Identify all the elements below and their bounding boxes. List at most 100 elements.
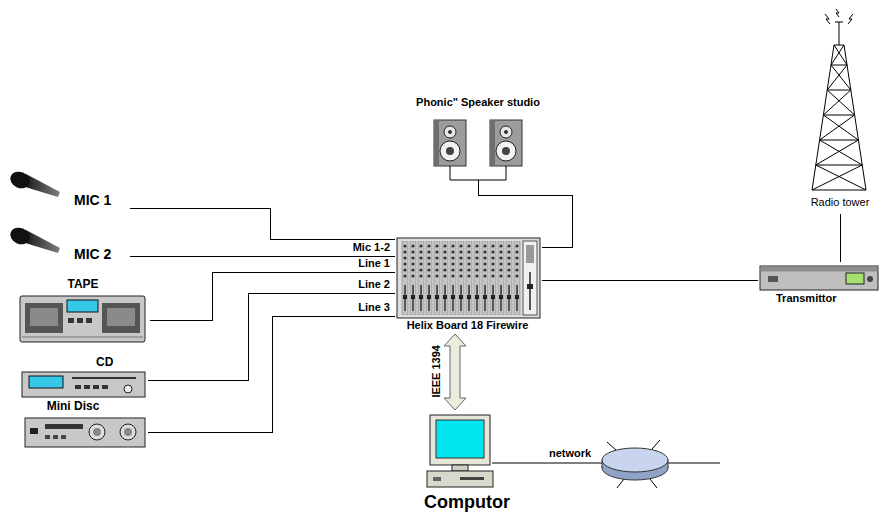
woofer	[440, 141, 460, 161]
player-body	[25, 418, 145, 447]
cassette-door	[25, 303, 63, 333]
tower-lattice	[812, 22, 866, 190]
disc-slot	[45, 424, 83, 429]
display	[846, 273, 864, 284]
button	[86, 318, 92, 323]
signal-waves	[825, 9, 853, 24]
tower-icon	[812, 9, 866, 190]
disc-tray	[72, 377, 136, 379]
tweeter-center	[448, 130, 452, 134]
device-label: TAPE	[18, 278, 148, 292]
screen	[436, 420, 484, 458]
speaker-cabinet	[490, 120, 522, 166]
mixer-body	[397, 238, 540, 318]
input-label: Line 2	[357, 278, 391, 291]
knob-center	[124, 428, 132, 436]
audio-cable	[148, 316, 395, 432]
power-button	[30, 428, 38, 434]
interface-label: IEEE 1394	[430, 344, 443, 399]
input-label: Line 1	[357, 257, 391, 270]
button	[77, 318, 83, 323]
knob	[124, 385, 132, 393]
cassette-door	[102, 303, 140, 333]
system-unit	[427, 471, 493, 487]
device-label: Computor	[408, 492, 526, 513]
mixer-icon	[397, 238, 540, 318]
button	[45, 435, 50, 439]
fader-cap	[527, 284, 533, 289]
knob	[120, 424, 136, 440]
computer-icon	[427, 415, 493, 487]
knob-center	[93, 428, 101, 436]
radio-tower: Radio tower	[800, 8, 882, 214]
speaker-cabinet	[434, 120, 466, 166]
cd-player: CD	[18, 356, 148, 399]
power-button	[433, 477, 441, 481]
channel-strips	[401, 241, 521, 315]
deck-body	[20, 296, 145, 342]
microphone-icon	[8, 225, 60, 253]
switch	[768, 276, 778, 282]
minidisc-icon	[25, 418, 145, 447]
studio-speakers: Phonic" Speaker studio	[408, 96, 550, 180]
woofer-center	[446, 147, 454, 155]
display	[29, 376, 63, 388]
microphone: MIC 2	[8, 226, 130, 268]
cd-player-icon	[22, 372, 145, 397]
device-label: MIC 1	[74, 192, 124, 208]
speaker-icon	[434, 120, 466, 166]
player-body	[22, 372, 145, 397]
cabinet-side	[490, 120, 495, 166]
button	[53, 435, 58, 439]
display	[67, 300, 98, 312]
device-label: CD	[96, 356, 126, 370]
button	[84, 385, 90, 389]
tape-deck-icon	[20, 296, 145, 342]
audio-cable	[542, 280, 758, 281]
knob	[867, 276, 873, 282]
microphone-icon	[8, 169, 60, 197]
firewire-arrow	[444, 334, 466, 410]
device-label: MIC 2	[74, 246, 124, 262]
tweeter-center	[504, 130, 508, 134]
device-label: Phonic" Speaker studio	[408, 96, 548, 109]
cassette-window	[30, 308, 58, 326]
mic-head	[8, 225, 33, 247]
transmitter: Transmittor	[758, 262, 880, 308]
knob	[89, 424, 105, 440]
button	[68, 318, 74, 323]
woofer-center	[502, 147, 510, 155]
transmitter-top	[761, 267, 878, 272]
input-label: Line 3	[357, 301, 391, 314]
mixing-console: Helix Board 18 Firewire	[395, 236, 542, 334]
button	[102, 385, 108, 389]
cabinet-side	[434, 120, 439, 166]
device-label: Mini Disc	[18, 400, 128, 414]
hub-icon	[602, 448, 668, 480]
woofer	[496, 141, 516, 161]
tweeter	[444, 126, 456, 138]
network-wire	[492, 440, 720, 488]
button	[61, 435, 66, 439]
deck-trim	[22, 337, 143, 338]
minidisc-player: Mini Disc	[18, 400, 148, 450]
fader-track	[529, 272, 531, 310]
device-label: Helix Board 18 Firewire	[395, 319, 540, 332]
monitor	[430, 415, 490, 465]
cassette-window	[107, 308, 135, 326]
antenna-feed	[840, 214, 841, 262]
button	[93, 385, 99, 389]
audio-cable	[130, 256, 395, 257]
drive-slot	[460, 477, 484, 480]
transmitter-icon	[760, 266, 878, 290]
device-label: Radio tower	[800, 196, 880, 209]
speaker-cable	[478, 180, 572, 247]
computer: Computor	[408, 410, 528, 516]
hub-top	[602, 448, 668, 472]
speaker-icon	[490, 120, 522, 166]
mic-head	[8, 169, 33, 191]
master-section	[523, 241, 537, 315]
